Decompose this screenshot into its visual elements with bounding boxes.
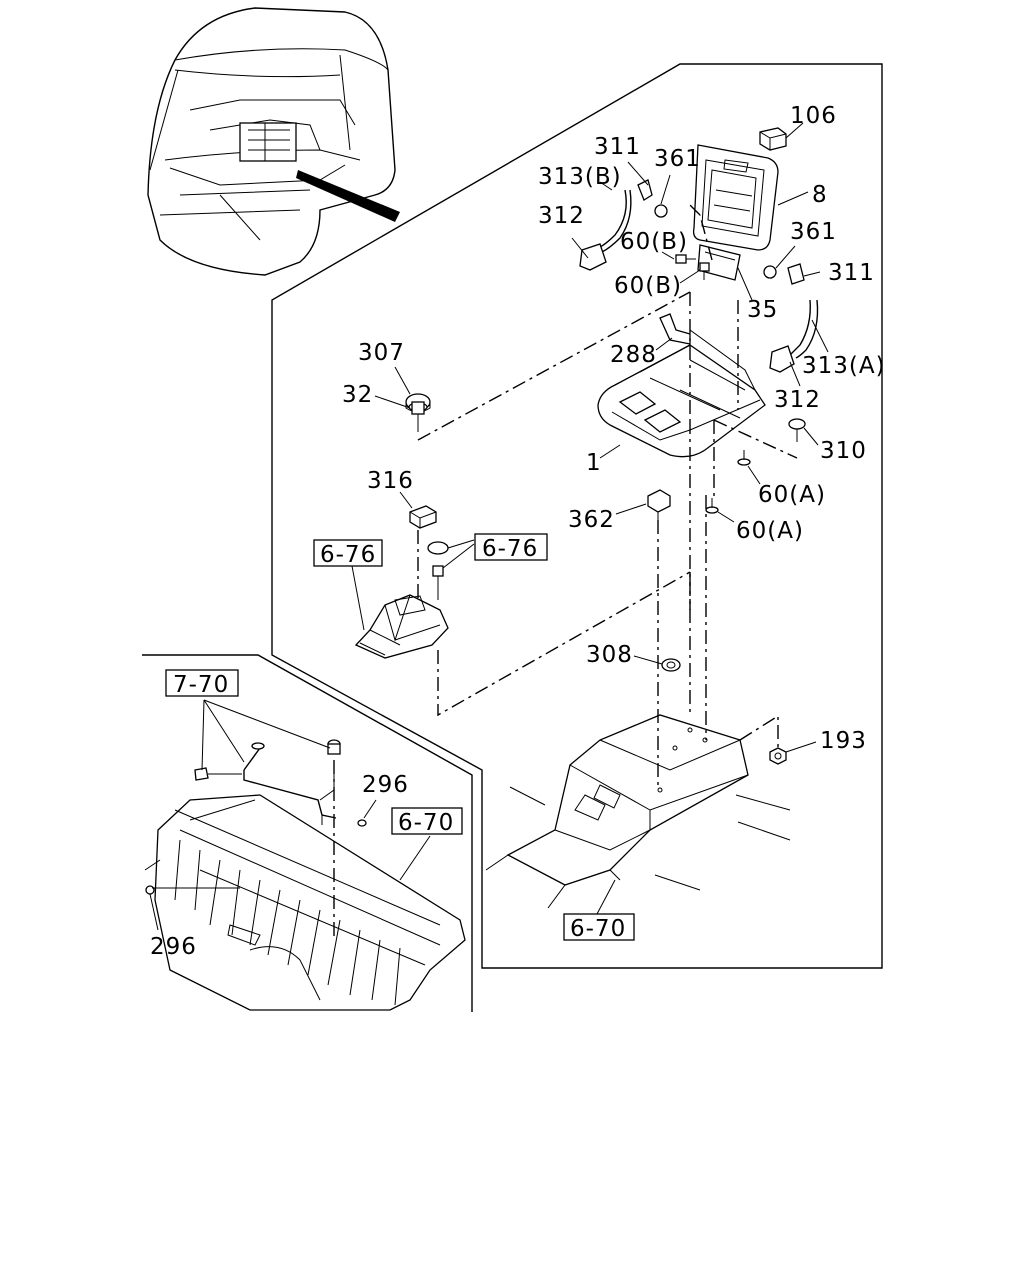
callout-106: 106 <box>790 103 837 129</box>
part-60b-screw-upper <box>675 254 696 264</box>
part-312-hook-left <box>579 243 607 271</box>
callout-311-upper: 311 <box>594 134 641 160</box>
floor-console-base <box>485 714 791 909</box>
part-311-clip-right <box>787 263 805 285</box>
callout-310: 310 <box>820 438 867 464</box>
part-32-bolt <box>408 401 428 432</box>
ref-box-6-70-main[interactable]: 6-70 <box>563 913 635 942</box>
callout-labels: 106 311 361 313(B) 8 312 60(B) 361 311 6… <box>150 103 886 960</box>
callout-288: 288 <box>610 342 657 368</box>
callout-60b-upper: 60(B) <box>620 229 688 255</box>
part-308-grommet <box>661 658 681 672</box>
part-288-bracket <box>659 313 691 345</box>
inset-bracket-rod <box>194 739 341 825</box>
part-106-clip <box>759 127 787 151</box>
assembly-guide-lines <box>417 204 798 790</box>
callout-361-upper: 361 <box>654 146 701 172</box>
part-60b-screw-lower <box>699 262 710 280</box>
part-8-panel <box>692 144 779 251</box>
part-60a-screw-upper <box>737 450 751 466</box>
callout-312-upper: 312 <box>538 203 585 229</box>
inset-frame-illustration <box>144 794 466 1011</box>
part-316-clip <box>409 505 437 529</box>
ref-6-70-inset-text: 6-70 <box>398 810 454 836</box>
ref-6-70-main-text: 6-70 <box>570 916 626 942</box>
part-313a-strap <box>789 299 811 356</box>
cab-overview-illustration <box>147 7 400 276</box>
callout-296-lower: 296 <box>150 934 197 960</box>
callout-35: 35 <box>747 297 778 323</box>
part-310-pin <box>788 418 806 442</box>
part-193-nut <box>769 747 787 765</box>
ref-box-6-76-left[interactable]: 6-76 <box>313 539 383 568</box>
part-313b-strap <box>597 189 627 249</box>
callout-311-right: 311 <box>828 260 875 286</box>
ref-7-70-text: 7-70 <box>173 672 229 698</box>
callout-312-right: 312 <box>774 387 821 413</box>
callout-60a-upper: 60(A) <box>758 482 826 508</box>
callout-361-right: 361 <box>790 219 837 245</box>
callout-32: 32 <box>342 382 373 408</box>
shifter-bracket <box>354 594 449 659</box>
part-296-grommet-lower <box>145 885 155 895</box>
part-312-hook-right <box>769 345 795 373</box>
callout-313b: 313(B) <box>538 164 622 190</box>
detail-frame <box>271 63 883 969</box>
callout-362: 362 <box>568 507 615 533</box>
part-361-ring-right <box>763 265 777 279</box>
part-311-clip-left <box>637 179 653 201</box>
part-362-clip <box>647 489 671 520</box>
callout-60a-lower: 60(A) <box>736 518 804 544</box>
part-60a-screw-lower <box>705 498 719 514</box>
reference-boxes: 6-76 6-76 7-70 6-70 6-70 <box>165 533 635 942</box>
callout-307: 307 <box>358 340 405 366</box>
callout-1: 1 <box>586 450 602 476</box>
callout-193: 193 <box>820 728 867 754</box>
ref-6-76-left-text: 6-76 <box>320 542 376 568</box>
callout-316: 316 <box>367 468 414 494</box>
part-296-grommet-upper <box>357 819 367 827</box>
bracket-bolt-and-cap <box>427 541 449 600</box>
callout-8: 8 <box>812 182 828 208</box>
ref-6-76-right-text: 6-76 <box>482 536 538 562</box>
ref-box-6-76-right[interactable]: 6-76 <box>474 533 548 562</box>
callout-313a: 313(A) <box>802 353 886 379</box>
ref-box-7-70[interactable]: 7-70 <box>165 669 239 698</box>
inset-frame <box>142 654 473 1012</box>
callout-308: 308 <box>586 642 633 668</box>
callout-60b-lower: 60(B) <box>614 273 682 299</box>
part-361-ring-left <box>654 204 668 218</box>
ref-box-6-70-inset[interactable]: 6-70 <box>391 807 463 836</box>
part-1-console-housing <box>597 329 766 458</box>
callout-296-upper: 296 <box>362 772 409 798</box>
